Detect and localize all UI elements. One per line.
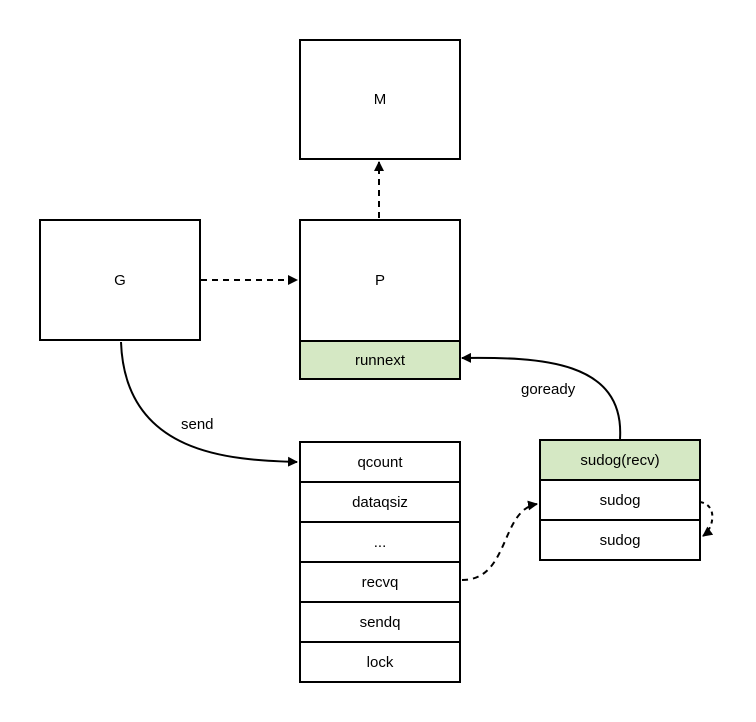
p-box: P	[299, 219, 461, 342]
runnext-cell: runnext	[299, 340, 461, 380]
hchan-field-label: recvq	[361, 573, 399, 591]
send-arrow	[120, 341, 298, 467]
hchan-field-qcount: qcount	[299, 441, 461, 483]
sudog-recv-cell: sudog(recv)	[539, 439, 701, 481]
sudog-cell: sudog	[539, 479, 701, 521]
sudog-label: sudog	[599, 531, 641, 549]
goready-label: goready	[521, 381, 576, 398]
hchan-field-lock: lock	[299, 641, 461, 683]
hchan-field-label: dataqsiz	[352, 493, 408, 511]
hchan-field-label: qcount	[357, 453, 403, 471]
hchan-field-ellipsis: ...	[299, 521, 461, 563]
hchan-field-recvq: recvq	[299, 561, 461, 603]
send-label: send	[181, 416, 214, 433]
sudog-chain-arrow	[699, 501, 714, 537]
hchan-field-label: sendq	[359, 613, 401, 631]
sudog-cell: sudog	[539, 519, 701, 561]
m-box: M	[299, 39, 461, 160]
hchan-field-label: ...	[373, 533, 387, 551]
hchan-field-dataqsiz: dataqsiz	[299, 481, 461, 523]
hchan-field-sendq: sendq	[299, 601, 461, 643]
hchan-field-label: lock	[366, 653, 394, 671]
runnext-label: runnext	[354, 351, 406, 369]
g-box: G	[39, 219, 201, 341]
sudog-label: sudog(recv)	[580, 451, 660, 469]
recvq-to-sudog-arrow	[461, 500, 538, 581]
g-label: G	[114, 271, 126, 289]
m-label: M	[373, 91, 387, 108]
goready-arrow	[461, 352, 622, 440]
sudog-label: sudog	[599, 491, 641, 509]
p-label: P	[374, 272, 385, 289]
